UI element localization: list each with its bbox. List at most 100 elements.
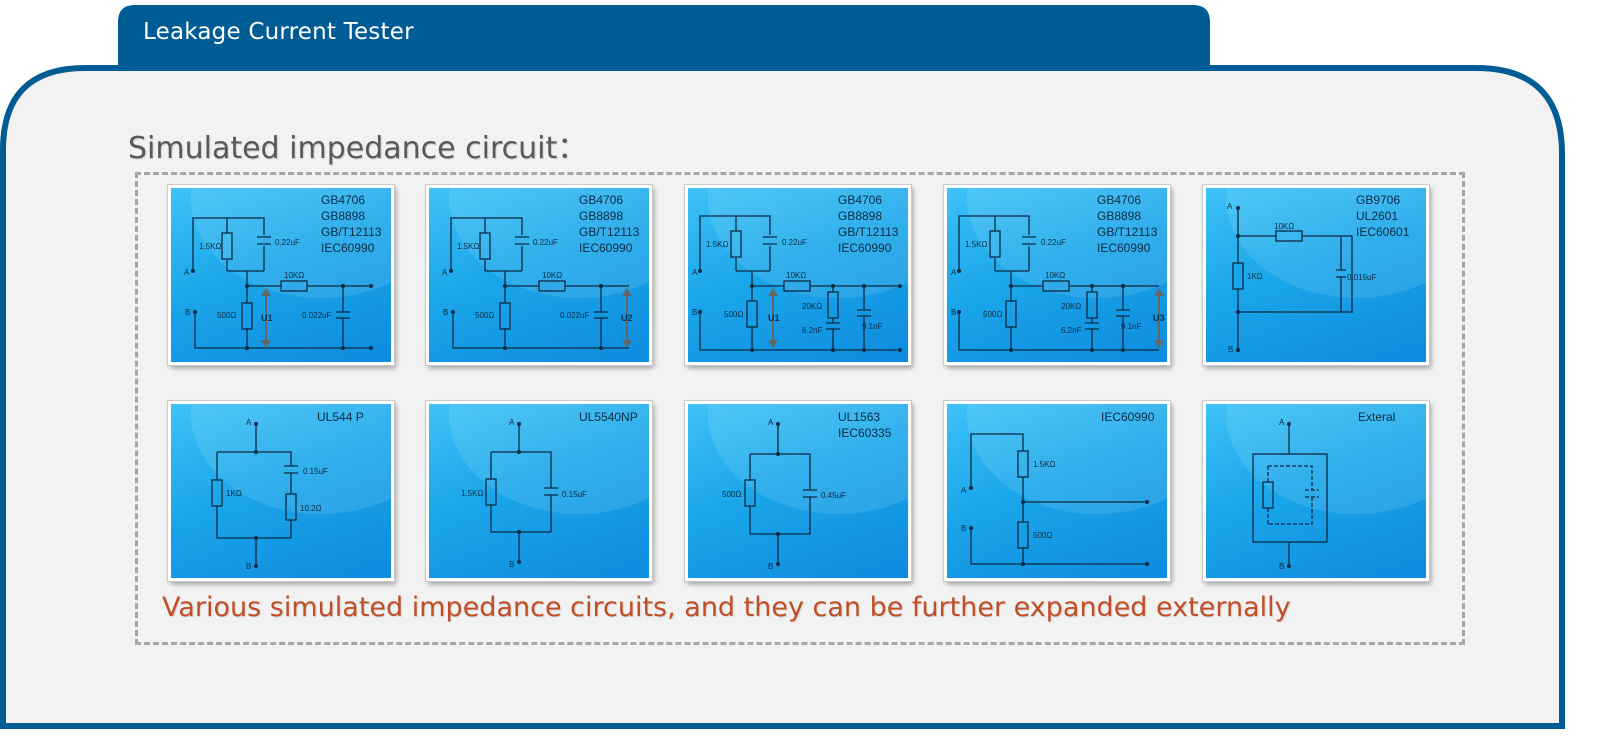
- terminal-label: B: [443, 308, 449, 317]
- capacitor-label: 0.15uF: [562, 490, 587, 499]
- standard-label: GB4706: [579, 193, 624, 207]
- terminal-label: A: [951, 268, 957, 277]
- capacitor-label: 9.1nF: [1121, 322, 1142, 331]
- circuit-card-6: UL544 P 1KΩ 0.15uF 10.2Ω A B: [168, 401, 394, 581]
- standard-label: UL2601: [1356, 209, 1399, 223]
- resistor-label: 10KΩ: [542, 271, 563, 280]
- terminal-label: A: [1227, 202, 1233, 211]
- circuit-diagram: [449, 217, 632, 350]
- circuit-card-2: GB4706 GB8898 GB/T12113 IEC60990 1.5KΩ 0…: [426, 185, 652, 365]
- header-title: Leakage Current Tester: [143, 19, 414, 45]
- circuit-diagram: [744, 422, 817, 566]
- circuit-card-9: IEC60990 1.5KΩ 500Ω A B: [944, 401, 1170, 581]
- capacitor-label: 0.15uF: [303, 467, 328, 476]
- resistor-label: 1.5KΩ: [1033, 460, 1056, 469]
- capacitor-label: 0.45uF: [821, 491, 846, 500]
- terminal-label: A: [509, 418, 515, 427]
- capacitor-label: 0.022uF: [302, 311, 332, 320]
- capacitor-label: 0.022uF: [560, 311, 590, 320]
- standard-label: GB8898: [321, 209, 366, 223]
- standard-label: GB/T12113: [321, 225, 382, 239]
- circuit-card-7: UL5540NP 1.5KΩ 0.15uF A B: [426, 401, 652, 581]
- circuit-diagram: [1232, 206, 1353, 352]
- standard-label: UL1563: [838, 410, 881, 424]
- capacitor-label: 0.22uF: [275, 238, 300, 247]
- terminal-label: A: [184, 268, 190, 277]
- terminal-label: B: [1279, 562, 1285, 571]
- standard-label: GB4706: [1097, 193, 1142, 207]
- terminal-label: B: [509, 560, 515, 569]
- terminal-label: A: [246, 418, 252, 427]
- resistor-label: 500Ω: [724, 310, 744, 319]
- resistor-label: 10KΩ: [786, 271, 807, 280]
- standard-label: Exteral: [1358, 410, 1396, 424]
- circuit-card-10: Exteral A B: [1203, 401, 1429, 581]
- standard-label: GB8898: [1097, 209, 1142, 223]
- resistor-label: 20KΩ: [1061, 302, 1082, 311]
- resistor-label: 20KΩ: [802, 302, 823, 311]
- resistor-label: 500Ω: [217, 311, 237, 320]
- standard-label: IEC60990: [838, 241, 892, 255]
- standard-label: IEC60335: [838, 426, 892, 440]
- resistor-label: 500Ω: [1033, 531, 1053, 540]
- resistor-label: 500Ω: [475, 311, 495, 320]
- circuit-card-4: GB4706 GB8898 GB/T12113 IEC60990 1.5KΩ 0…: [944, 185, 1170, 365]
- circuit-card-5: GB9706 UL2601 IEC60601 10KΩ 1KΩ 0.015uF …: [1203, 185, 1429, 365]
- capacitor-label: 0.22uF: [533, 238, 558, 247]
- circuit-diagram: [1252, 422, 1328, 568]
- circuit-diagram: [698, 215, 902, 352]
- standard-label: GB9706: [1356, 193, 1401, 207]
- resistor-label: 1KΩ: [1247, 272, 1263, 281]
- standard-label: GB/T12113: [838, 225, 899, 239]
- capacitor-label: 0.22uF: [782, 238, 807, 247]
- terminal-label: B: [768, 562, 774, 571]
- circuit-diagram: [957, 215, 1164, 352]
- terminal-label: A: [1279, 418, 1285, 427]
- resistor-label: 10KΩ: [1045, 271, 1066, 280]
- resistor-label: 1.5KΩ: [965, 240, 988, 249]
- resistor-label: 10KΩ: [284, 271, 305, 280]
- standard-label: GB/T12113: [1097, 225, 1158, 239]
- standard-label: IEC60990: [321, 241, 375, 255]
- circuit-diagram: [969, 433, 1149, 566]
- circuit-card-1: GB4706 GB8898 GB/T12113 IEC60990 1.5KΩ 0…: [168, 185, 394, 365]
- resistor-label: 500Ω: [983, 310, 1003, 319]
- resistor-label: 1KΩ: [226, 489, 242, 498]
- resistor-label: 1.5KΩ: [199, 242, 222, 251]
- terminal-label: A: [692, 268, 698, 277]
- terminal-label: B: [185, 308, 191, 317]
- circuits-dashed-box: [135, 172, 1465, 645]
- capacitor-label: 0.22uF: [1041, 238, 1066, 247]
- terminal-label: A: [961, 486, 967, 495]
- standard-label: IEC60601: [1356, 225, 1410, 239]
- resistor-label: 10.2Ω: [300, 504, 322, 513]
- standard-label: GB8898: [838, 209, 883, 223]
- circuit-diagram: [191, 217, 373, 350]
- terminal-label: B: [246, 562, 252, 571]
- resistor-label: 1.5KΩ: [457, 242, 480, 251]
- circuit-diagram: [485, 422, 558, 564]
- capacitor-label: 6.2nF: [1061, 326, 1082, 335]
- section-title: Simulated impedance circuit：: [128, 131, 588, 166]
- resistor-label: 1.5KΩ: [706, 240, 729, 249]
- terminal-label: B: [1228, 345, 1234, 354]
- standard-label: GB4706: [838, 193, 883, 207]
- terminal-label: A: [442, 268, 448, 277]
- standard-label: UL544 P: [317, 410, 364, 424]
- resistor-label: 1.5KΩ: [461, 489, 484, 498]
- terminal-label: B: [951, 308, 957, 317]
- voltage-label: U1: [261, 313, 273, 323]
- capacitor-label: 6.2nF: [802, 326, 823, 335]
- circuit-diagram: [211, 422, 298, 568]
- terminal-label: B: [692, 308, 698, 317]
- standard-label: IEC60990: [1097, 241, 1151, 255]
- standard-label: IEC60990: [1101, 410, 1155, 424]
- resistor-label: 500Ω: [722, 490, 742, 499]
- caption-text: Various simulated impedance circuits, an…: [162, 592, 1291, 623]
- voltage-label: U3: [1153, 313, 1165, 323]
- standard-label: IEC60990: [579, 241, 633, 255]
- standard-label: GB8898: [579, 209, 624, 223]
- capacitor-label: 0.015uF: [1347, 273, 1377, 282]
- standard-label: GB4706: [321, 193, 366, 207]
- resistor-label: 10KΩ: [1274, 222, 1295, 231]
